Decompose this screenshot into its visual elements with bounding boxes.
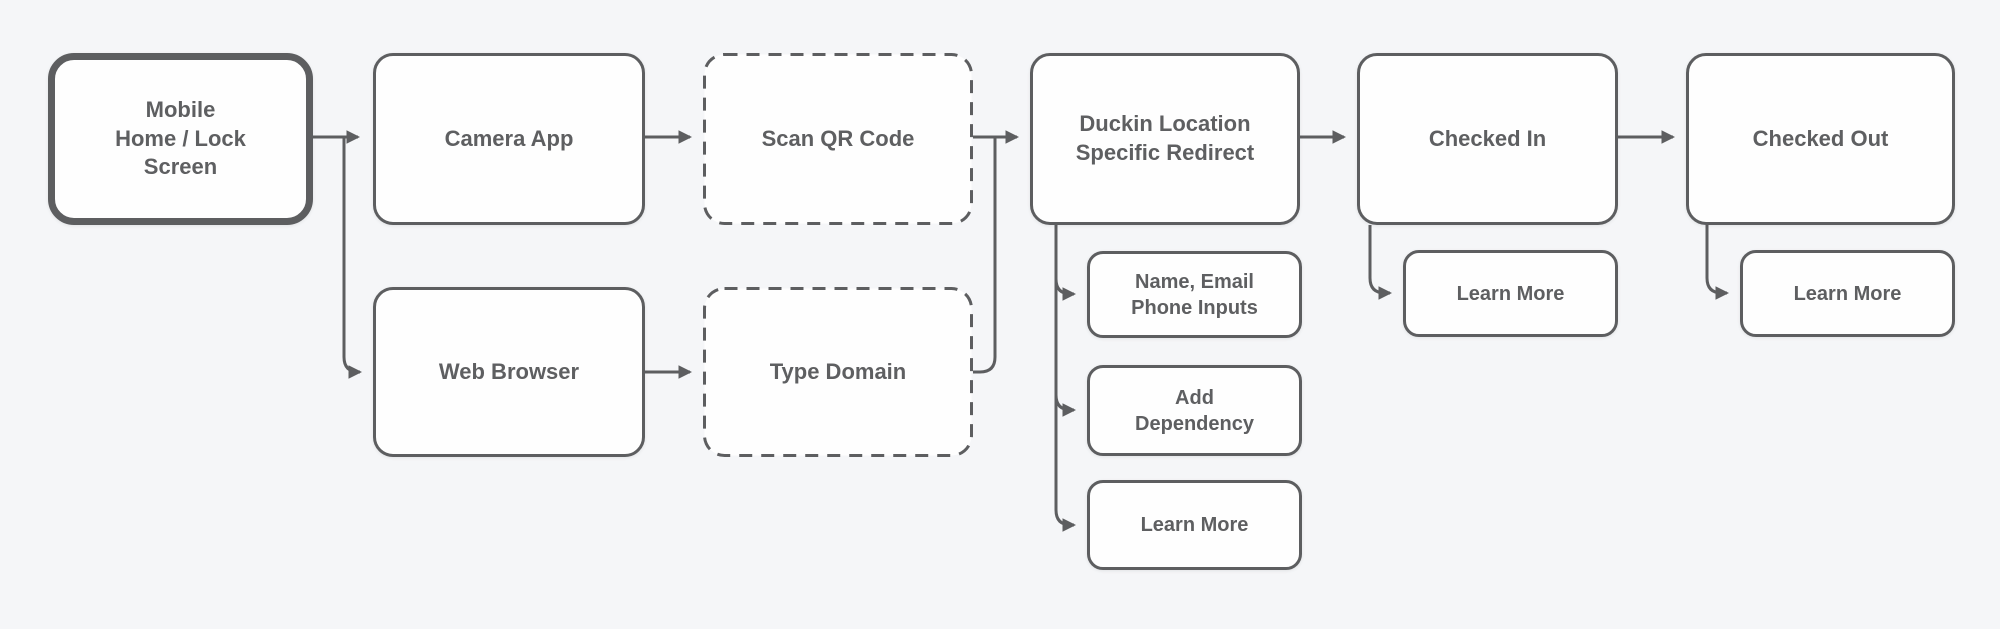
node-learn-more-duckin[interactable]: Learn More bbox=[1087, 480, 1302, 570]
node-label: Learn More bbox=[1140, 514, 1249, 536]
node-label: Type Domain bbox=[769, 358, 907, 384]
node-mobile-home-lock-screen[interactable]: Mobile Home / Lock Screen bbox=[48, 53, 313, 225]
node-learn-more-checked-in[interactable]: Learn More bbox=[1403, 250, 1618, 337]
node-label: Scan QR Code bbox=[761, 125, 915, 151]
node-web-browser[interactable]: Web Browser bbox=[373, 287, 645, 457]
node-label: Duckin Location Specific Redirect bbox=[1075, 111, 1255, 165]
node-label: Name, Email Phone Inputs bbox=[1131, 270, 1258, 319]
edge-type-domain-merge bbox=[973, 137, 997, 374]
node-label: Learn More bbox=[1793, 282, 1902, 305]
node-duckin-location-specific-redirect[interactable]: Duckin Location Specific Redirect bbox=[1030, 53, 1300, 225]
node-checked-out[interactable]: Checked Out bbox=[1686, 53, 1955, 225]
node-label: Web Browser bbox=[438, 358, 580, 384]
node-label: Checked Out bbox=[1752, 125, 1889, 151]
node-checked-in[interactable]: Checked In bbox=[1357, 53, 1618, 225]
node-learn-more-checked-out[interactable]: Learn More bbox=[1740, 250, 1955, 337]
edge-checked-out-to-learn-more bbox=[1705, 225, 1730, 300]
edge-duckin-to-learn-more bbox=[1054, 509, 1077, 532]
type-domain-dashed-outline bbox=[703, 287, 973, 457]
node-label: Learn More bbox=[1456, 282, 1565, 305]
edge-duckin-to-add-dependency bbox=[1054, 394, 1077, 417]
node-label: Add Dependency bbox=[1135, 386, 1254, 435]
edge-checked-in-to-learn-more bbox=[1368, 225, 1393, 300]
node-name-email-phone-inputs[interactable]: Name, Email Phone Inputs bbox=[1087, 251, 1302, 338]
node-camera-app[interactable]: Camera App bbox=[373, 53, 645, 225]
node-add-dependency[interactable]: Add Dependency bbox=[1087, 365, 1302, 456]
node-type-domain[interactable]: Type Domain bbox=[703, 287, 973, 457]
scan-qr-dashed-outline bbox=[703, 53, 973, 225]
node-label: Camera App bbox=[444, 125, 574, 151]
node-label: Mobile Home / Lock Screen bbox=[115, 97, 246, 180]
edge-duckin-to-name-email bbox=[1054, 278, 1077, 301]
node-scan-qr-code[interactable]: Scan QR Code bbox=[703, 53, 973, 225]
node-label: Checked In bbox=[1428, 125, 1547, 151]
edge-mobile-to-web-browser bbox=[342, 137, 363, 379]
